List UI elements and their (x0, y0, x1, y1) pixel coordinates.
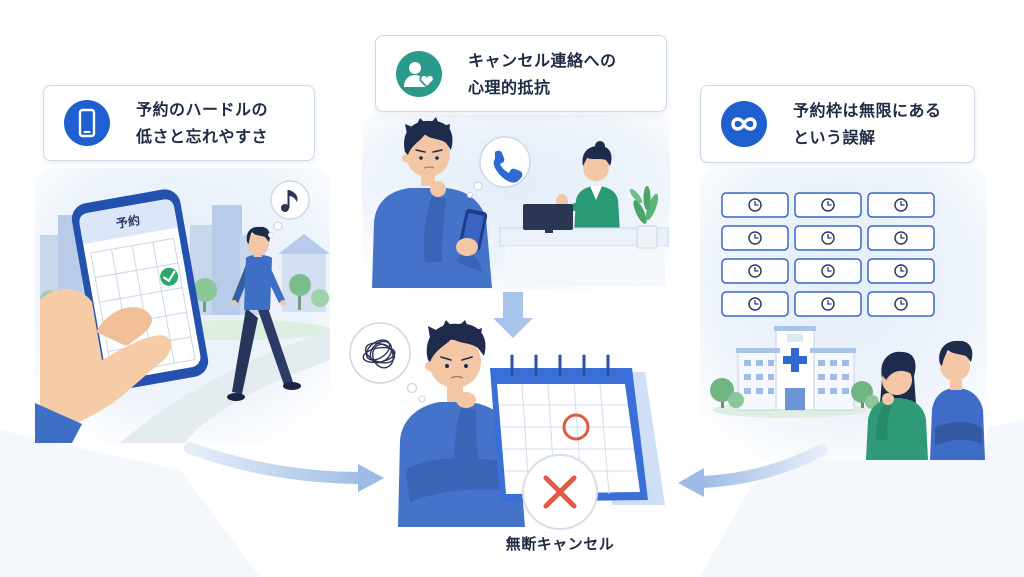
smartphone-icon (64, 100, 110, 146)
clock-icon (748, 297, 762, 311)
time-slot (794, 291, 862, 317)
arrow-right-to-center (678, 444, 828, 497)
clock-icon (748, 231, 762, 245)
time-slot (867, 258, 935, 284)
music-thought-bubble (268, 180, 310, 238)
cause-card-line-1: 予約枠は無限にある (793, 101, 942, 120)
cause-card-unlimited-slots: 予約枠は無限にある という誤解 (700, 85, 975, 163)
slots-scene (700, 168, 987, 460)
time-slot (867, 192, 935, 218)
hospital-entrance (785, 388, 805, 410)
walking-man (227, 226, 301, 401)
time-slot (867, 225, 935, 251)
plant (629, 186, 659, 249)
sleeve (35, 403, 82, 443)
music-note-icon (281, 190, 298, 212)
arrow-left-to-center (184, 442, 384, 492)
monitor (523, 204, 573, 233)
clock-icon (894, 198, 908, 212)
time-slot (721, 258, 789, 284)
arrow-top-to-center (493, 292, 533, 338)
cause-card-text: 予約枠は無限にある という誤解 (793, 97, 942, 151)
clock-icon (748, 264, 762, 278)
time-slot (794, 258, 862, 284)
clock-icon (748, 198, 762, 212)
clock-icon (894, 264, 908, 278)
clock-icon (821, 297, 835, 311)
marked-date-circle (562, 413, 590, 441)
clock-icon (821, 264, 835, 278)
hospital (710, 326, 879, 418)
cause-card-text: 予約のハードルの 低さと忘れやすさ (136, 96, 268, 150)
cause-card-line-2: という誤解 (793, 128, 876, 147)
cancel-mark (522, 454, 598, 530)
calendar-rings (510, 354, 610, 376)
hospital-trees (710, 378, 879, 409)
time-slot (721, 291, 789, 317)
hand (35, 288, 172, 443)
time-slot (867, 291, 935, 317)
man-arms-crossed (930, 340, 985, 460)
woman-thinking (866, 351, 928, 460)
clock-icon (821, 198, 835, 212)
cause-card-line-2: 低さと忘れやすさ (136, 127, 269, 146)
cause-card-line-1: キャンセル連絡への (468, 50, 617, 70)
phone-screen-title: 予約 (115, 212, 141, 231)
reception-desk (499, 227, 669, 286)
time-slot (794, 225, 862, 251)
confused-thought-bubble (349, 322, 426, 403)
check-icon (160, 267, 179, 286)
cause-card-easy-booking: 予約のハードルの 低さと忘れやすさ (43, 85, 315, 161)
phone-icon (493, 150, 523, 183)
clock-icon (894, 297, 908, 311)
time-slot (794, 192, 862, 218)
infinity-icon (721, 101, 767, 147)
cause-card-line-2: 心理的抵抗 (468, 77, 551, 97)
cause-card-line-1: 予約のハードルの (136, 100, 269, 119)
tangled-thought-icon (362, 339, 396, 369)
cause-card-contact-resistance: キャンセル連絡への 心理的抵抗 (375, 35, 667, 112)
clock-icon (821, 231, 835, 245)
left-scene: 予約 (35, 168, 330, 443)
hospital-windows (744, 360, 849, 394)
cause-card-text: キャンセル連絡への 心理的抵抗 (468, 47, 617, 101)
held-smartphone (458, 208, 488, 252)
clock-icon (894, 231, 908, 245)
x-mark-icon (543, 475, 577, 509)
reception-scene (362, 115, 670, 290)
phone-thought-bubble (467, 136, 531, 198)
person-heart-icon (396, 50, 442, 97)
time-slot-grid (721, 192, 935, 317)
hesitant-man (372, 117, 492, 288)
time-slot (721, 192, 789, 218)
time-slot (721, 225, 789, 251)
troubled-man (398, 320, 525, 527)
result-label: 無断キャンセル (505, 535, 615, 553)
medical-cross-icon (783, 348, 807, 372)
